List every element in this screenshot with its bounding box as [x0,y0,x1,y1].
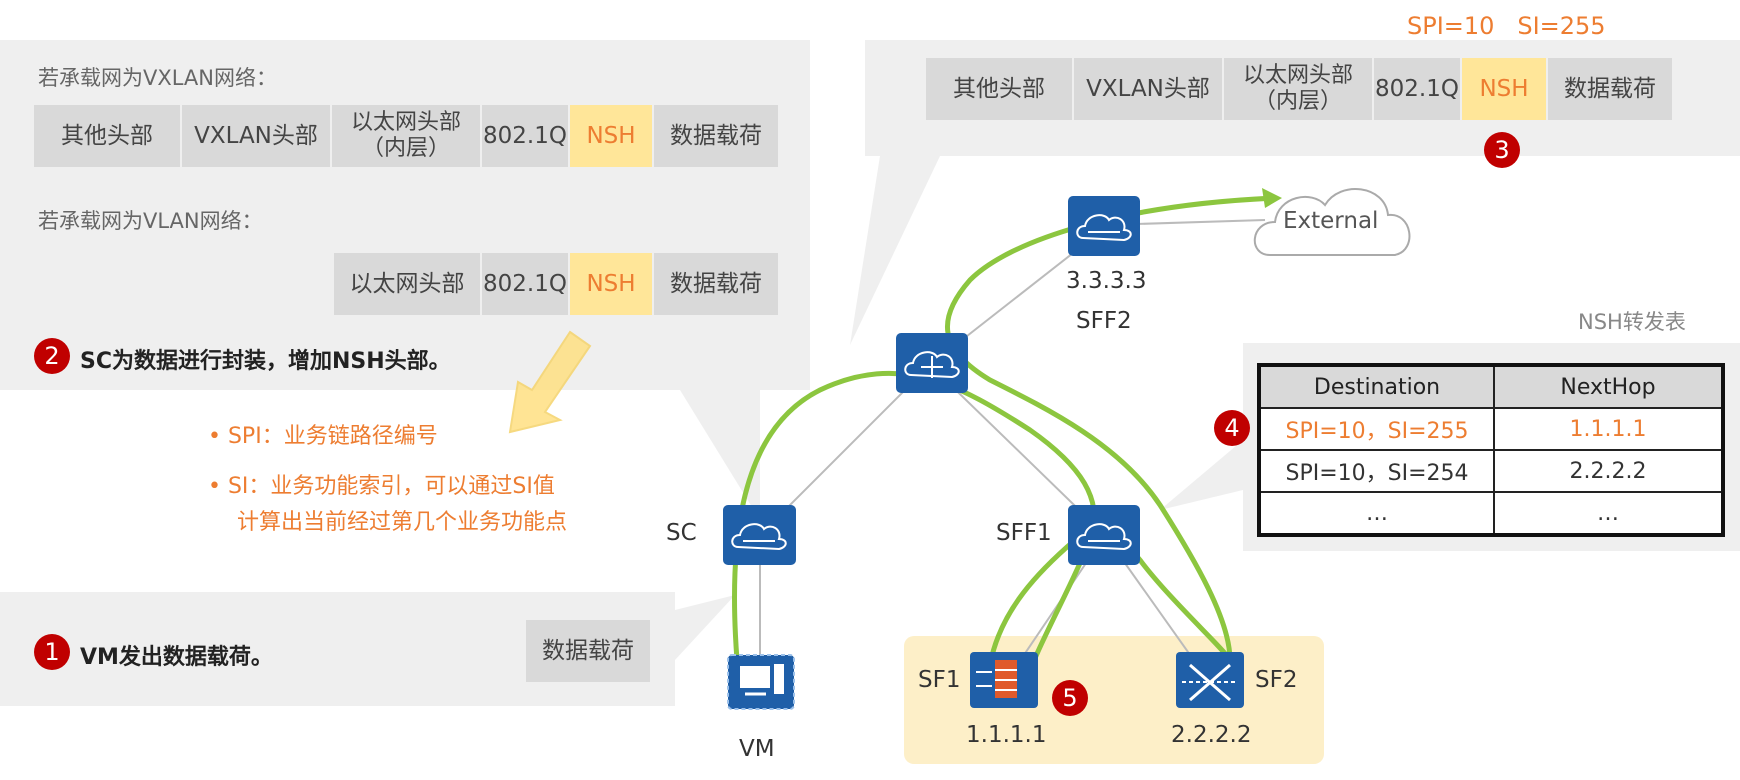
top-si-label: SI=255 [1517,12,1606,40]
top-right-callout-wedge [850,156,940,345]
col-destination: Destination [1258,364,1495,409]
top-right-header: 其他头部 VXLAN头部 以太网头部 （内层） 802.1Q NSH 数据载荷 [926,58,1674,120]
row1-nexthop: 1.1.1.1 [1493,407,1724,451]
hdr-cell-vxlan: VXLAN头部 [1074,58,1222,120]
bullet-spi: • SPI：业务链路径编号 [208,424,438,449]
table-row: … … [1258,491,1724,536]
vlan-cell-eth: 以太网头部 [334,253,480,315]
badge-3: 3 [1484,132,1520,168]
col-nexthop: NextHop [1493,364,1724,409]
row1-destination: SPI=10，SI=255 [1258,407,1495,451]
row2-nexthop: 2.2.2.2 [1493,449,1724,493]
hdr-cell-nsh: NSH [1462,58,1546,120]
vxlan-cell-eth-inner: 以太网头部 （内层） [332,105,480,167]
vlan-cell-nsh: NSH [570,253,652,315]
encapsulate-arrow [508,330,592,434]
top-spi-si: SPI=10 SI=255 [1407,12,1606,40]
vxlan-cell-nsh: NSH [570,105,652,167]
step1-text: VM发出数据载荷。 [80,645,273,670]
badge-1: 1 [34,634,70,670]
left-callout-wedge [680,390,760,520]
table-row: SPI=10，SI=254 2.2.2.2 [1258,449,1724,493]
top-spi-label: SPI=10 [1407,12,1495,40]
table-header-row: Destination NextHop [1258,364,1724,409]
row3-destination: … [1258,491,1495,536]
vm-computer-icon [727,654,795,710]
vxlan-caption: 若承载网为VXLAN网络： [38,66,278,90]
step2-text: SC为数据进行封装，增加NSH头部。 [80,349,451,374]
table-title: NSH转发表 [1578,310,1686,334]
sff2-label: SFF2 [1076,308,1132,334]
sf2-label: SF2 [1255,667,1298,693]
sff1-label: SFF1 [996,520,1052,546]
vlan-header: 以太网头部 802.1Q NSH 数据载荷 [334,253,780,315]
table-callout-wedge [1160,440,1243,510]
vxlan-cell-other: 其他头部 [34,105,180,167]
sff2-switch-icon [1068,196,1140,256]
service-path-arrowhead [1262,188,1282,208]
vlan-cell-dot1q: 802.1Q [482,253,568,315]
service-path [731,195,1278,708]
row3-nexthop: … [1493,491,1724,536]
badge-5: 5 [1052,680,1088,716]
vxlan-cell-payload: 数据载荷 [654,105,778,167]
vm-label: VM [739,736,775,762]
table-row: SPI=10，SI=255 1.1.1.1 [1258,407,1724,451]
left-panel-bg [0,40,810,390]
sff2-ip-label: 3.3.3.3 [1066,268,1147,294]
sf2-ip-label: 2.2.2.2 [1171,722,1252,748]
vxlan-cell-dot1q: 802.1Q [482,105,568,167]
step1-payload-cell: 数据载荷 [526,620,650,682]
hdr-cell-payload: 数据载荷 [1548,58,1672,120]
vlan-caption: 若承载网为VLAN网络： [38,209,263,233]
core-router-icon [896,333,968,393]
sf2-service-icon [1176,652,1244,708]
row2-destination: SPI=10，SI=254 [1258,449,1495,493]
vxlan-header: 其他头部 VXLAN头部 以太网头部 （内层） 802.1Q NSH 数据载荷 [34,105,780,167]
sc-switch-icon [723,505,796,565]
hdr-cell-dot1q: 802.1Q [1374,58,1460,120]
hdr-cell-eth-inner: 以太网头部 （内层） [1224,58,1372,120]
nsh-forwarding-table: Destination NextHop SPI=10，SI=255 1.1.1.… [1257,363,1725,537]
badge-2: 2 [34,338,70,374]
sff1-switch-icon [1068,505,1140,565]
badge-4: 4 [1214,410,1250,446]
external-label: External [1283,208,1379,234]
external-cloud-icon [1253,188,1411,256]
sf1-ip-label: 1.1.1.1 [966,722,1047,748]
sf1-label: SF1 [918,667,961,693]
bullet-si-cont: 计算出当前经过第几个业务功能点 [237,510,568,535]
sf1-firewall-icon [970,652,1038,708]
vlan-cell-payload: 数据载荷 [654,253,778,315]
step1-callout-wedge [675,595,735,660]
sc-label: SC [666,520,697,546]
hdr-cell-other: 其他头部 [926,58,1072,120]
vxlan-cell-vxlan: VXLAN头部 [182,105,330,167]
bullet-si: • SI：业务功能索引，可以通过SI值 [208,474,555,499]
